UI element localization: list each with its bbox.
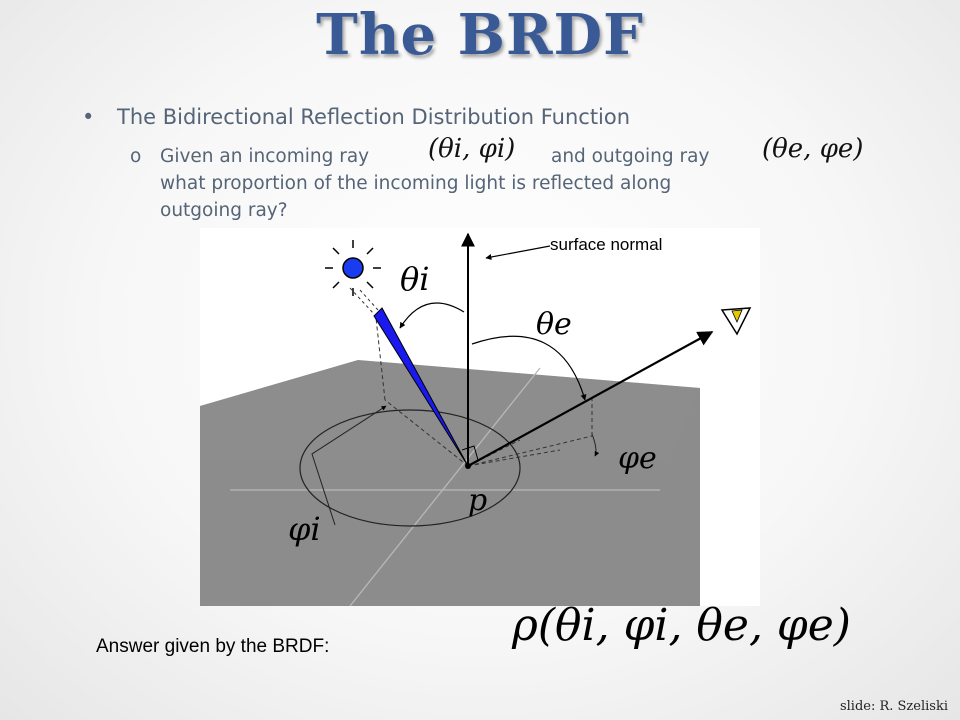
- incoming-ray-expr: (θi, φi): [428, 134, 516, 164]
- theta-e-arc: [471, 335, 587, 401]
- point-p-label: p: [468, 483, 487, 518]
- brdf-diagram: surface normal θi θe φi φe p: [200, 228, 760, 606]
- slide-credit: slide: R. Szeliski: [839, 699, 948, 714]
- bullet-marker: •: [82, 105, 95, 129]
- phi-i-label: φi: [288, 510, 321, 548]
- bullet-text: The Bidirectional Reflection Distributio…: [117, 105, 631, 129]
- plane-grid-line: [349, 367, 541, 606]
- theta-i-label: θi: [400, 260, 430, 298]
- sun-icon: [325, 240, 381, 296]
- incoming-ray-dash: [359, 289, 379, 311]
- incoming-ray-math: (θi, φi): [428, 134, 515, 164]
- sub-line-2: what proportion of the incoming light is…: [160, 173, 672, 194]
- surface-point: [465, 463, 471, 469]
- outgoing-ray-expr: (θe, φe): [762, 134, 864, 164]
- outgoing-ray: [467, 331, 714, 467]
- phi-e-arrow: [591, 433, 600, 457]
- surface-plane: [200, 360, 700, 606]
- surface-plane-shade: [200, 360, 700, 458]
- brdf-formula: ρ(θi, φi, θe, φe): [512, 600, 851, 651]
- theta-e-label: θe: [536, 307, 572, 342]
- outgoing-ray-math: (θe, φe): [762, 134, 863, 164]
- eye-icon: [720, 307, 752, 336]
- theta-i-arc: [399, 302, 465, 329]
- right-angle-mark: [461, 445, 479, 461]
- surface-normal-label: surface normal: [550, 235, 662, 254]
- sub-line-1a: Given an incoming ray: [160, 146, 370, 167]
- azimuth-circle: [299, 409, 521, 527]
- outgoing-projection: [467, 435, 593, 467]
- incoming-ray: [373, 307, 469, 467]
- sub-bullet-marker: o: [130, 146, 142, 167]
- incoming-projection: [384, 399, 469, 467]
- slide-title: The BRDF: [316, 2, 644, 68]
- surface-normal-pointer: [485, 245, 551, 260]
- answer-label: Answer given by the BRDF:: [96, 636, 330, 657]
- sub-line-3: outgoing ray?: [160, 200, 288, 221]
- outgoing-azimuth-dash: [467, 449, 561, 467]
- phi-e-label: φe: [618, 441, 657, 476]
- phi-i-arc: [311, 405, 387, 526]
- sub-line-1b: and outgoing ray: [551, 146, 710, 167]
